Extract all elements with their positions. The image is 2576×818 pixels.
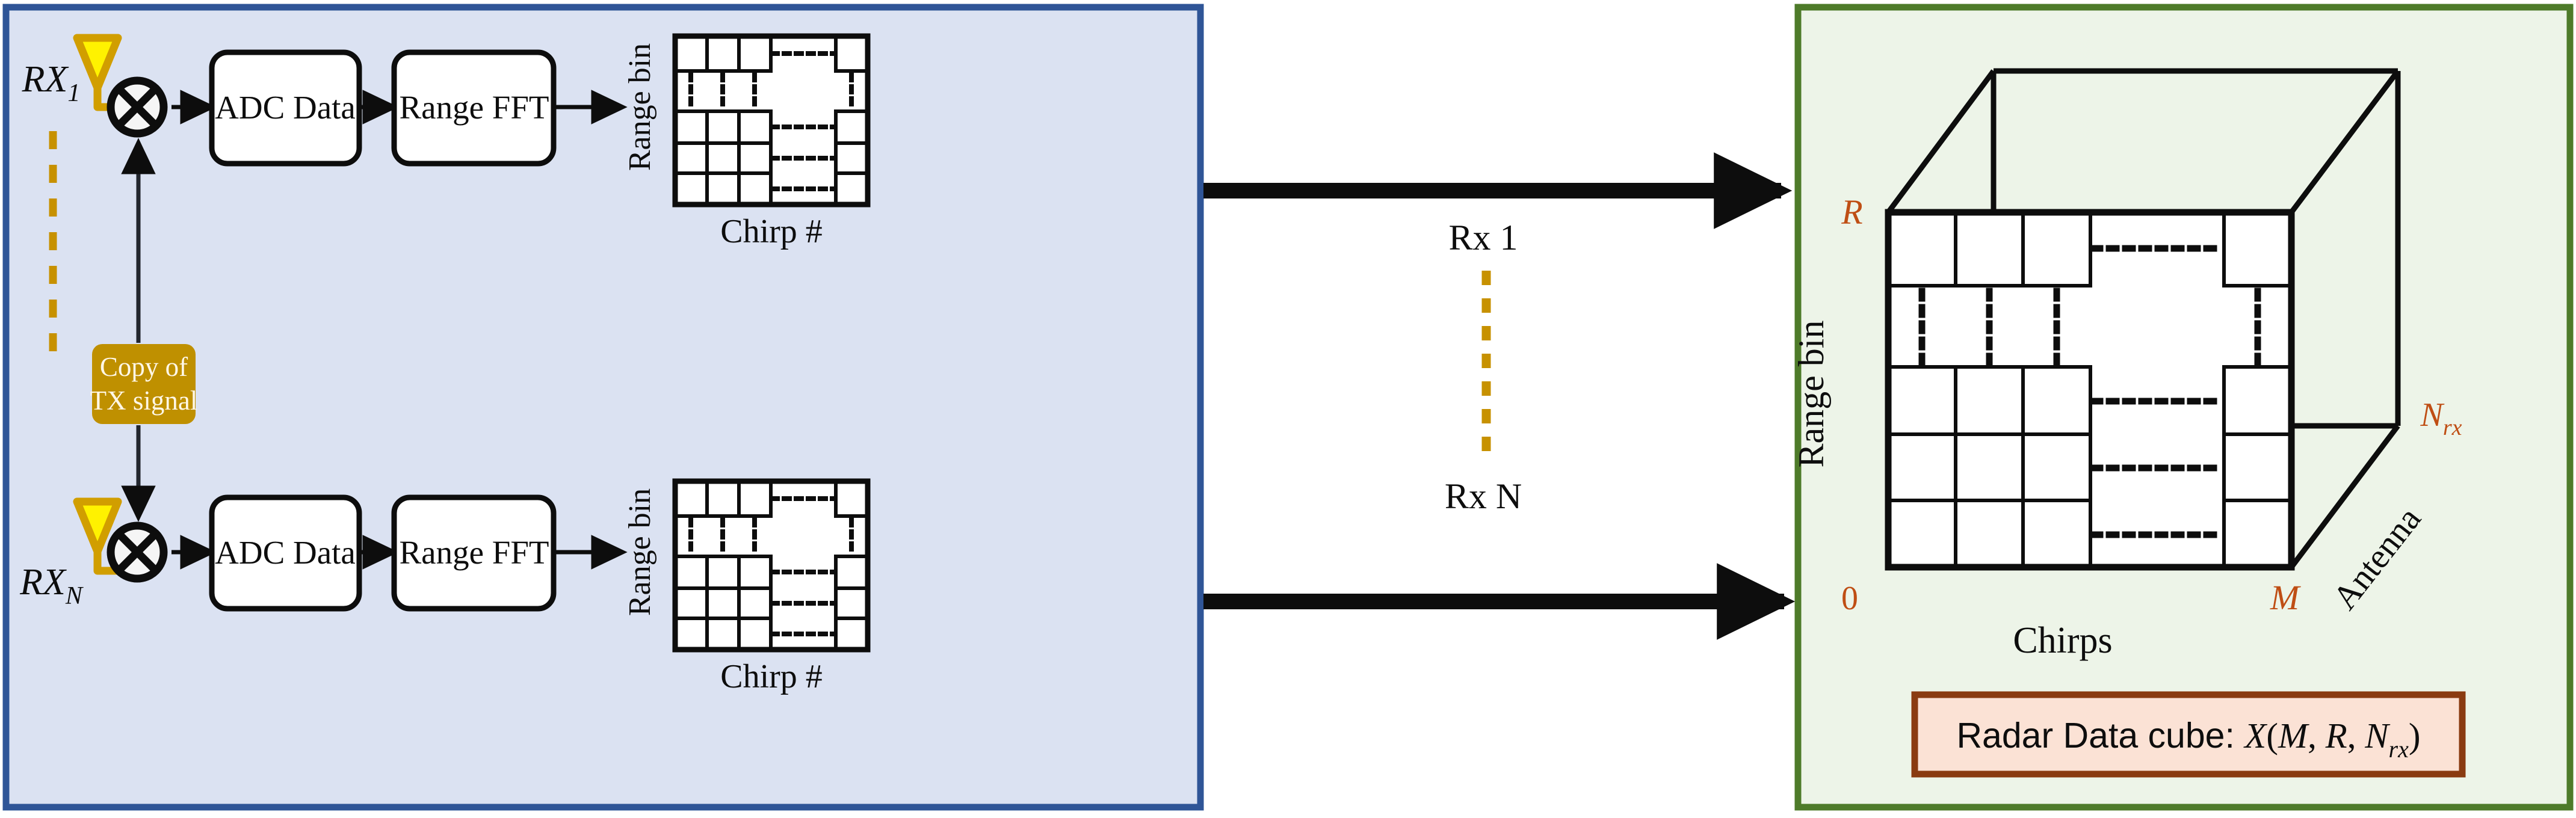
rx1-label: RX1 — [22, 59, 81, 107]
left-panel: RX1 RXN Copy of TX signal — [2, 4, 1204, 811]
copy-of-tx-signal-box[interactable]: Copy of TX signal — [90, 344, 198, 424]
mixer-icon-chain-n — [107, 521, 168, 583]
range-chirp-matrix-chain-1 — [672, 33, 871, 208]
matrix-x-axis-label-chain-1: Chirp # — [720, 213, 823, 250]
cube-front-face-grid — [1885, 209, 2295, 571]
caption-box-background — [1911, 691, 2466, 778]
chain-1: ADC Data Range FFT Range bin Chirp # — [171, 33, 871, 250]
right-panel: R 0 M Nrx Range bin Chirps Antenna Radar… — [1791, 4, 2574, 811]
antenna-icon-rx1 — [73, 34, 122, 92]
bridge-connectors: Rx 1 Rx N — [1203, 152, 1796, 640]
rxn-label: RXN — [19, 562, 84, 610]
cube-x-axis-title: Chirps — [2013, 620, 2112, 661]
matrix-y-axis-label-chain-n: Range bin — [623, 488, 657, 616]
rxn-bridge-label: Rx N — [1445, 476, 1522, 516]
antenna-icon-rxn — [73, 497, 122, 556]
caption-text: Radar Data cube: X(M, R, Nrx) — [1956, 716, 2420, 763]
cube-tick-label-Nrx: Nrx — [2420, 396, 2462, 440]
radar-data-cube-caption-box: Radar Data cube: X(M, R, Nrx) — [1911, 691, 2466, 778]
matrix-x-axis-label-chain-n: Chirp # — [720, 658, 823, 695]
adc-data-label-chain-n: ADC Data — [215, 534, 356, 571]
cube-bottom-right-diagonal — [2289, 424, 2400, 569]
adc-data-box-chain-1[interactable] — [209, 49, 362, 167]
rx1-bridge-label: Rx 1 — [1448, 218, 1518, 257]
matrix-y-axis-label-chain-1: Range bin — [623, 43, 657, 171]
adc-data-box-chain-n[interactable] — [209, 494, 362, 612]
range-fft-box-chain-1[interactable] — [391, 49, 557, 167]
range-fft-label-chain-n: Range FFT — [399, 534, 549, 571]
range-fft-box-chain-n[interactable] — [391, 494, 557, 612]
cube-tick-label-R: R — [1841, 192, 1862, 232]
copy-of-tx-signal-line1: Copy of — [100, 352, 188, 382]
range-fft-label-chain-1: Range FFT — [399, 89, 549, 126]
left-panel-background — [2, 4, 1204, 811]
cube-tick-label-M: M — [2270, 578, 2301, 617]
adc-data-label-chain-1: ADC Data — [215, 89, 356, 126]
chain-n: ADC Data Range FFT Range bin Chirp # — [171, 478, 871, 695]
copy-of-tx-signal-fill — [92, 344, 196, 424]
cube-top-right-diagonal — [2289, 69, 2400, 214]
copy-of-tx-signal-line2: TX signal — [90, 386, 198, 416]
cube-y-axis-title: Range bin — [1791, 321, 1831, 468]
cube-top-left-diagonal — [1886, 69, 1996, 214]
radar-data-cube-wireframe — [1886, 68, 2401, 569]
mixer-icon-chain-1 — [107, 76, 168, 138]
cube-tick-label-0: 0 — [1841, 580, 1858, 617]
range-chirp-matrix-chain-n — [672, 478, 871, 653]
